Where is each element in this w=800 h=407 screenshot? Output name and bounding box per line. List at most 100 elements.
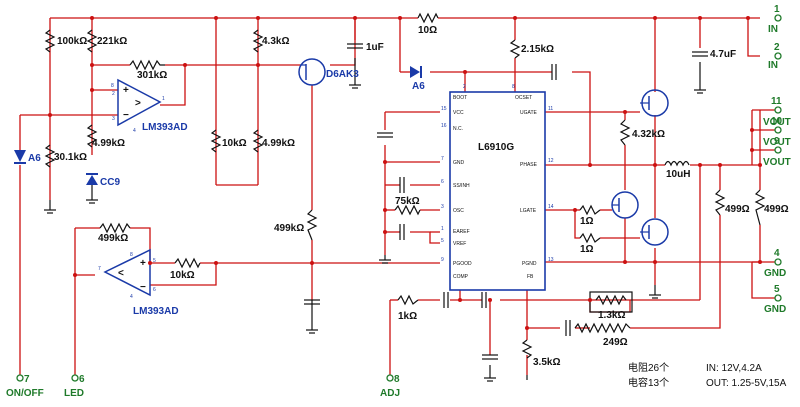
port-vout9-num: 9 — [774, 136, 780, 147]
ic-pin9: 9 — [441, 257, 444, 263]
ic-pin13: 13 — [548, 257, 554, 263]
label-r-4k99a: 4.99kΩ — [92, 138, 125, 149]
port-vout11-label: VOUT — [763, 117, 791, 128]
ic-pin5: 5 — [441, 238, 444, 244]
ic-phase: PHASE — [520, 162, 538, 168]
svg-text:−: − — [140, 282, 146, 293]
label-r-4k32: 4.32kΩ — [632, 129, 665, 140]
label-c-in2: 4.7uF — [710, 49, 736, 60]
ic-ugate: UGATE — [520, 110, 538, 116]
label-d-a6-left: A6 — [28, 153, 41, 164]
ic-pin11: 11 — [548, 106, 553, 112]
ic-comp: COMP — [453, 274, 469, 280]
port-gnd5-num: 5 — [774, 284, 780, 295]
ic-name: L6910G — [478, 142, 514, 153]
port-vout10-label: VOUT — [763, 137, 791, 148]
ic-pgnd: PGND — [522, 261, 537, 267]
port-gnd4-label: GND — [764, 268, 786, 279]
c1-pin3: 3 — [112, 116, 115, 122]
ground-symbols — [44, 58, 706, 382]
port-gnd4-num: 4 — [774, 248, 780, 259]
l6910g-ic: L6910G BOOT OCSET VCC N.C. GND SS/INH OS… — [441, 84, 554, 291]
label-r-1k3: 1.3kΩ — [598, 310, 625, 321]
ic-osc: OSC — [453, 208, 464, 214]
port-in2-label: IN — [768, 60, 778, 71]
port-vout10-num: 10 — [771, 116, 783, 127]
c2-pin7: 7 — [98, 266, 101, 272]
ic-ocset: OCSET — [515, 95, 532, 101]
label-r-10k: 10kΩ — [222, 138, 247, 149]
junctions — [48, 16, 762, 330]
port-vout11-num: 11 — [771, 96, 782, 107]
note-resistors: 电阻26个 — [628, 361, 669, 374]
port-vout9-label: VOUT — [763, 157, 791, 168]
note-output-spec: OUT: 1.25-5V,15A — [706, 378, 787, 389]
port-gnd5-label: GND — [764, 304, 786, 315]
resistors — [44, 12, 766, 359]
label-r-30k1: 30.1kΩ — [54, 152, 87, 163]
label-r-499k: 499kΩ — [98, 233, 128, 244]
ic-nc: N.C. — [453, 126, 463, 132]
ic-pin12: 12 — [548, 158, 554, 164]
label-r-75k: 75kΩ — [395, 196, 420, 207]
label-r-3k5: 3.5kΩ — [533, 357, 560, 368]
ic-pin7: 7 — [441, 156, 444, 162]
comparator-1: + − > 8 2 3 1 4 — [111, 78, 165, 134]
ic-boot: BOOT — [453, 95, 467, 101]
inductor-symbol — [664, 160, 690, 167]
label-r-499a: 499Ω — [725, 204, 750, 215]
label-r-221k: 221kΩ — [97, 36, 127, 47]
ic-ss: SS/INH — [453, 183, 470, 189]
ic-pin8: 8 — [512, 84, 515, 90]
label-c-in1: 1uF — [366, 42, 384, 53]
c2-pin5: 5 — [153, 258, 156, 264]
ic-gnd: GND — [453, 160, 465, 166]
svg-text:<: < — [118, 268, 124, 279]
port-led-label: LED — [64, 388, 84, 399]
comparator-2: + − < 5 6 7 8 4 — [98, 248, 156, 300]
label-r-499k-fb: 499kΩ — [274, 223, 304, 234]
diodes — [14, 66, 422, 185]
ic-pin3: 3 — [441, 204, 444, 210]
label-z-cc9: CC9 — [100, 177, 120, 188]
c1-pin8: 8 — [111, 83, 114, 89]
label-r-100k: 100kΩ — [57, 36, 87, 47]
ic-vcc: VCC — [453, 110, 464, 116]
ic-pin16: 16 — [441, 123, 447, 129]
label-u-cmp2: LM393AD — [133, 306, 179, 317]
label-r-1b: 1Ω — [580, 244, 594, 255]
label-r-1a: 1Ω — [580, 216, 594, 227]
c1-pin4: 4 — [133, 128, 136, 134]
label-u-cmp1: LM393AD — [142, 122, 188, 133]
label-d-a6-top: A6 — [412, 81, 425, 92]
ic-vref: VREF — [453, 241, 466, 247]
svg-text:−: − — [123, 110, 129, 121]
label-r-249: 249Ω — [603, 337, 628, 348]
svg-text:+: + — [123, 85, 129, 96]
note-input-spec: IN: 12V,4.2A — [706, 363, 762, 374]
port-adj-num: 8 — [394, 374, 400, 385]
label-r-top: 10Ω — [418, 25, 437, 36]
port-markers — [16, 14, 782, 382]
port-in1-label: IN — [768, 24, 778, 35]
ic-pin1: 1 — [441, 226, 444, 232]
ic-pgood: PGOOD — [453, 261, 472, 267]
ic-pin15: 15 — [441, 106, 447, 112]
ic-pin14: 14 — [548, 204, 554, 210]
port-onoff-num: 7 — [24, 374, 30, 385]
port-adj-label: ADJ — [380, 388, 400, 399]
ic-pin6: 6 — [441, 179, 444, 185]
svg-text:+: + — [140, 258, 146, 269]
label-l-out: 10uH — [666, 169, 690, 180]
mosfets — [298, 58, 669, 246]
capacitors — [304, 43, 708, 360]
port-in2-num: 2 — [774, 42, 780, 53]
port-in1-num: 1 — [774, 4, 780, 15]
label-r-499b: 499Ω — [764, 204, 789, 215]
note-capacitors: 电容13个 — [628, 376, 669, 389]
label-r-2k15: 2.15kΩ — [521, 44, 554, 55]
label-r-4k3: 4.3kΩ — [262, 36, 289, 47]
c1-pin1: 1 — [162, 96, 165, 102]
ic-pin2: 2 — [463, 84, 466, 90]
